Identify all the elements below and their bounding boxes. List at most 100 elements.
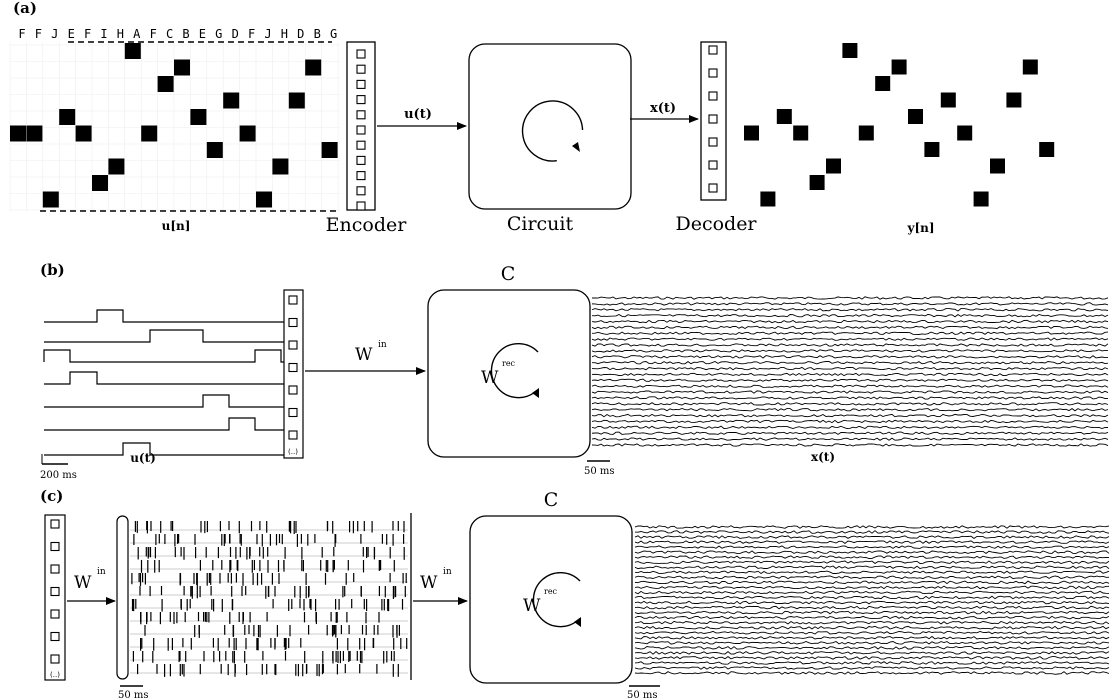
recurrence-arrowhead-icon	[572, 142, 580, 152]
sequence-letter: H	[117, 27, 124, 41]
sequence-letter: F	[150, 27, 157, 41]
state-trace	[634, 565, 1110, 570]
neuron-square	[288, 430, 298, 440]
state-trace	[591, 378, 1109, 382]
win-superscript-1: in	[97, 567, 106, 577]
output-cell	[809, 175, 825, 190]
neuron-square	[708, 68, 718, 78]
state-trace	[634, 600, 1110, 605]
state-trace	[634, 666, 1110, 670]
sequence-letter: I	[100, 27, 107, 41]
win-superscript-2: in	[443, 567, 452, 577]
neuron-square	[50, 541, 60, 552]
neuron-square	[356, 49, 366, 59]
input-population-capsule	[116, 515, 129, 680]
input-cell	[223, 92, 240, 109]
state-trace	[634, 605, 1110, 610]
neuron-square	[50, 631, 60, 642]
neuron-square	[356, 125, 366, 135]
pulse-trace	[44, 417, 284, 431]
state-traces	[591, 296, 1109, 447]
sequence-letter: F	[35, 27, 42, 41]
input-cells	[10, 43, 338, 208]
pulse-trace	[44, 394, 284, 408]
state-trace	[634, 580, 1110, 585]
neuron-square	[288, 317, 298, 328]
panel-c-label: (c)	[40, 487, 64, 505]
neuron-square	[356, 155, 366, 165]
sequence-letter: C	[166, 27, 173, 41]
state-trace	[591, 319, 1109, 324]
neuron-square	[356, 140, 366, 150]
state-trace	[591, 402, 1109, 406]
neuron-square	[50, 654, 60, 664]
state-trace	[634, 530, 1110, 534]
output-cell	[858, 125, 874, 141]
output-cell	[793, 125, 809, 141]
wrec-label: W	[523, 596, 541, 616]
input-sequence-label: u[n]	[162, 219, 191, 233]
state-trace	[634, 661, 1110, 665]
neuron-square	[50, 564, 60, 574]
sequence-letter: J	[51, 27, 58, 41]
sequence-letter: D	[232, 27, 239, 41]
sequence-letter: F	[248, 27, 255, 41]
spike-raster	[130, 521, 408, 677]
circuit-title: C	[501, 263, 516, 285]
output-cell	[1006, 92, 1022, 108]
output-sequence-label: y[n]	[906, 221, 934, 235]
state-trace	[634, 595, 1110, 600]
state-trace	[591, 443, 1109, 447]
output-cell	[940, 92, 956, 108]
panel-b-label: (b)	[40, 261, 65, 279]
state-trace	[591, 366, 1109, 371]
input-pulse-traces	[43, 309, 284, 456]
neuron-square	[50, 609, 60, 619]
state-trace	[591, 431, 1109, 435]
output-cell	[744, 125, 759, 141]
panel-c: (..) W in 50 ms W in C W rec 50 ms	[44, 489, 1110, 700]
state-traces	[634, 525, 1110, 675]
input-cell	[321, 142, 338, 158]
output-cell	[908, 109, 923, 124]
input-cell	[239, 125, 256, 142]
encoder-ellipsis: (..)	[50, 671, 60, 679]
state-trace	[591, 396, 1109, 400]
encoder-neurons	[288, 295, 298, 440]
state-trace	[634, 671, 1110, 675]
state-trace	[591, 425, 1108, 430]
pulse-trace	[44, 329, 284, 343]
sequence-letter: A	[133, 27, 141, 41]
state-trace	[634, 560, 1110, 565]
neuron-square	[708, 160, 718, 170]
state-trace	[592, 296, 1109, 300]
panel-a-label: (a)	[13, 0, 37, 17]
output-cell	[826, 158, 841, 174]
sequence-letter: G	[330, 27, 337, 41]
neuron-square	[356, 186, 366, 196]
input-cell	[92, 175, 108, 191]
win-label-2: W	[420, 573, 438, 593]
neuron-square	[708, 114, 718, 124]
state-trace	[591, 390, 1109, 394]
recurrence-arrowhead-icon	[532, 388, 539, 398]
circuit-box	[469, 515, 633, 684]
sequence-letter: E	[68, 27, 75, 41]
encoder-box	[44, 514, 66, 681]
sequence-letter: H	[281, 27, 288, 41]
circuit-box	[427, 289, 591, 458]
signal-out-label: x(t)	[650, 101, 676, 116]
state-trace	[591, 408, 1109, 412]
input-cell	[141, 125, 158, 142]
state-trace	[634, 555, 1110, 559]
scale-bar-left-label: 200 ms	[40, 470, 77, 481]
state-trace	[634, 540, 1110, 544]
state-trace	[591, 355, 1108, 359]
output-cell	[1039, 142, 1055, 157]
decoder-label: Decoder	[675, 213, 757, 235]
state-trace	[634, 620, 1110, 625]
state-trace	[634, 545, 1110, 549]
circuit-box	[468, 43, 632, 210]
